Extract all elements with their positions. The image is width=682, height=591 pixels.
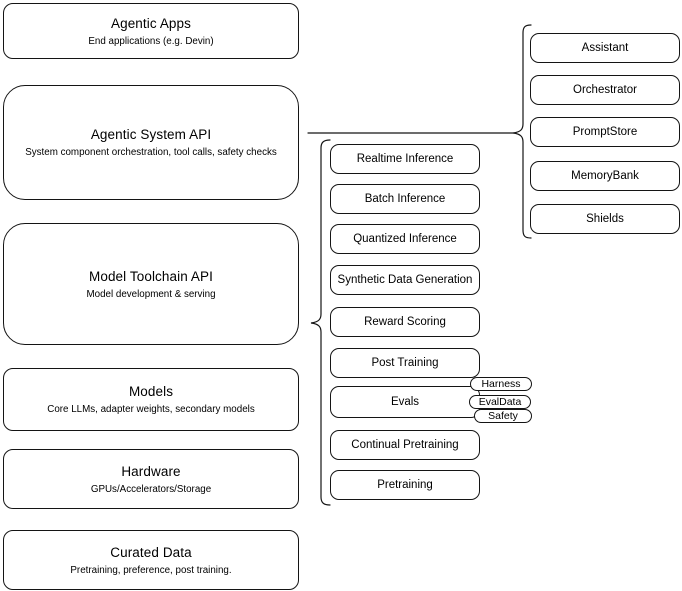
box-hardware-subtitle: GPUs/Accelerators/Storage — [90, 483, 212, 495]
box-model-toolchain-api: Model Toolchain API Model development & … — [3, 223, 299, 345]
toolchain-bracket — [310, 139, 331, 506]
box-models-subtitle: Core LLMs, adapter weights, secondary mo… — [47, 404, 255, 415]
component-promptstore: PromptStore — [530, 117, 680, 147]
box-models: Models Core LLMs, adapter weights, secon… — [3, 368, 299, 431]
eval-tag-harness: Harness — [470, 377, 532, 391]
system-components-bracket — [512, 24, 532, 239]
component-memorybank: MemoryBank — [530, 161, 680, 191]
box-hardware-title: Hardware — [121, 463, 181, 479]
component-shields: Shields — [530, 204, 680, 234]
toolchain-item-pretraining: Pretraining — [330, 470, 480, 500]
eval-tag-safety: Safety — [474, 409, 532, 423]
box-agentic-apps: Agentic Apps End applications (e.g. Devi… — [3, 3, 299, 59]
box-agentic-system-api-subtitle: System component orchestration, tool cal… — [25, 147, 277, 158]
box-curated-data-title: Curated Data — [110, 544, 192, 560]
toolchain-item-realtime-inference: Realtime Inference — [330, 144, 480, 174]
box-agentic-apps-subtitle: End applications (e.g. Devin) — [88, 35, 214, 47]
toolchain-item-synthetic-data-generation: Synthetic Data Generation — [330, 265, 480, 295]
box-model-toolchain-api-subtitle: Model development & serving — [86, 288, 216, 300]
toolchain-item-reward-scoring: Reward Scoring — [330, 307, 480, 337]
toolchain-item-evals: Evals — [330, 386, 480, 418]
box-hardware: Hardware GPUs/Accelerators/Storage — [3, 449, 299, 509]
box-agentic-system-api-title: Agentic System API — [90, 127, 212, 142]
toolchain-item-quantized-inference: Quantized Inference — [330, 224, 480, 254]
box-curated-data: Curated Data Pretraining, preference, po… — [3, 530, 299, 590]
box-models-title: Models — [128, 384, 174, 399]
box-agentic-system-api: Agentic System API System component orch… — [3, 85, 299, 200]
eval-tag-evaldata: EvalData — [469, 395, 531, 409]
toolchain-item-batch-inference: Batch Inference — [330, 184, 480, 214]
box-model-toolchain-api-title: Model Toolchain API — [89, 268, 213, 284]
component-orchestrator: Orchestrator — [530, 75, 680, 105]
toolchain-item-post-training: Post Training — [330, 348, 480, 378]
component-assistant: Assistant — [530, 33, 680, 63]
toolchain-item-continual-pretraining: Continual Pretraining — [330, 430, 480, 460]
box-agentic-apps-title: Agentic Apps — [110, 15, 191, 31]
box-curated-data-subtitle: Pretraining, preference, post training. — [70, 564, 232, 576]
